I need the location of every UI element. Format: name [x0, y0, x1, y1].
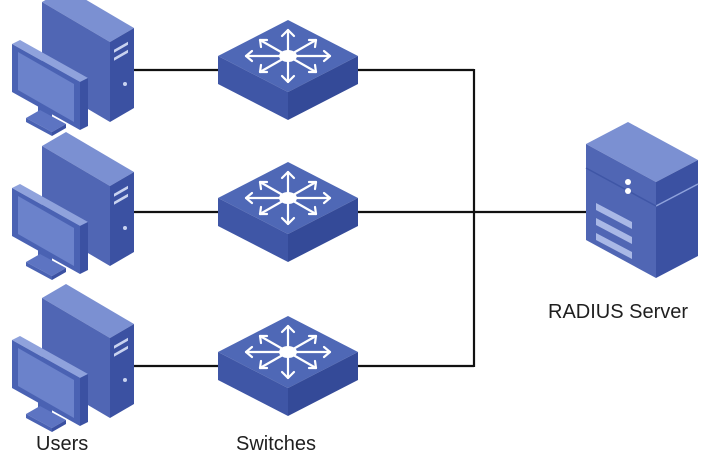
desktop-computer-icon — [12, 284, 134, 432]
layer3-switch-icon — [216, 18, 360, 122]
radius-server-icon — [585, 122, 699, 278]
desktop-computer-icon — [12, 0, 134, 136]
users-label: Users — [36, 433, 89, 455]
network-links — [126, 68, 590, 368]
desktop-computer-icon — [12, 132, 134, 280]
radius-server-label: RADIUS Server — [548, 301, 689, 323]
switches-label: Switches — [236, 433, 317, 455]
layer3-switch-icon — [216, 160, 360, 264]
layer3-switch-icon — [216, 314, 360, 418]
